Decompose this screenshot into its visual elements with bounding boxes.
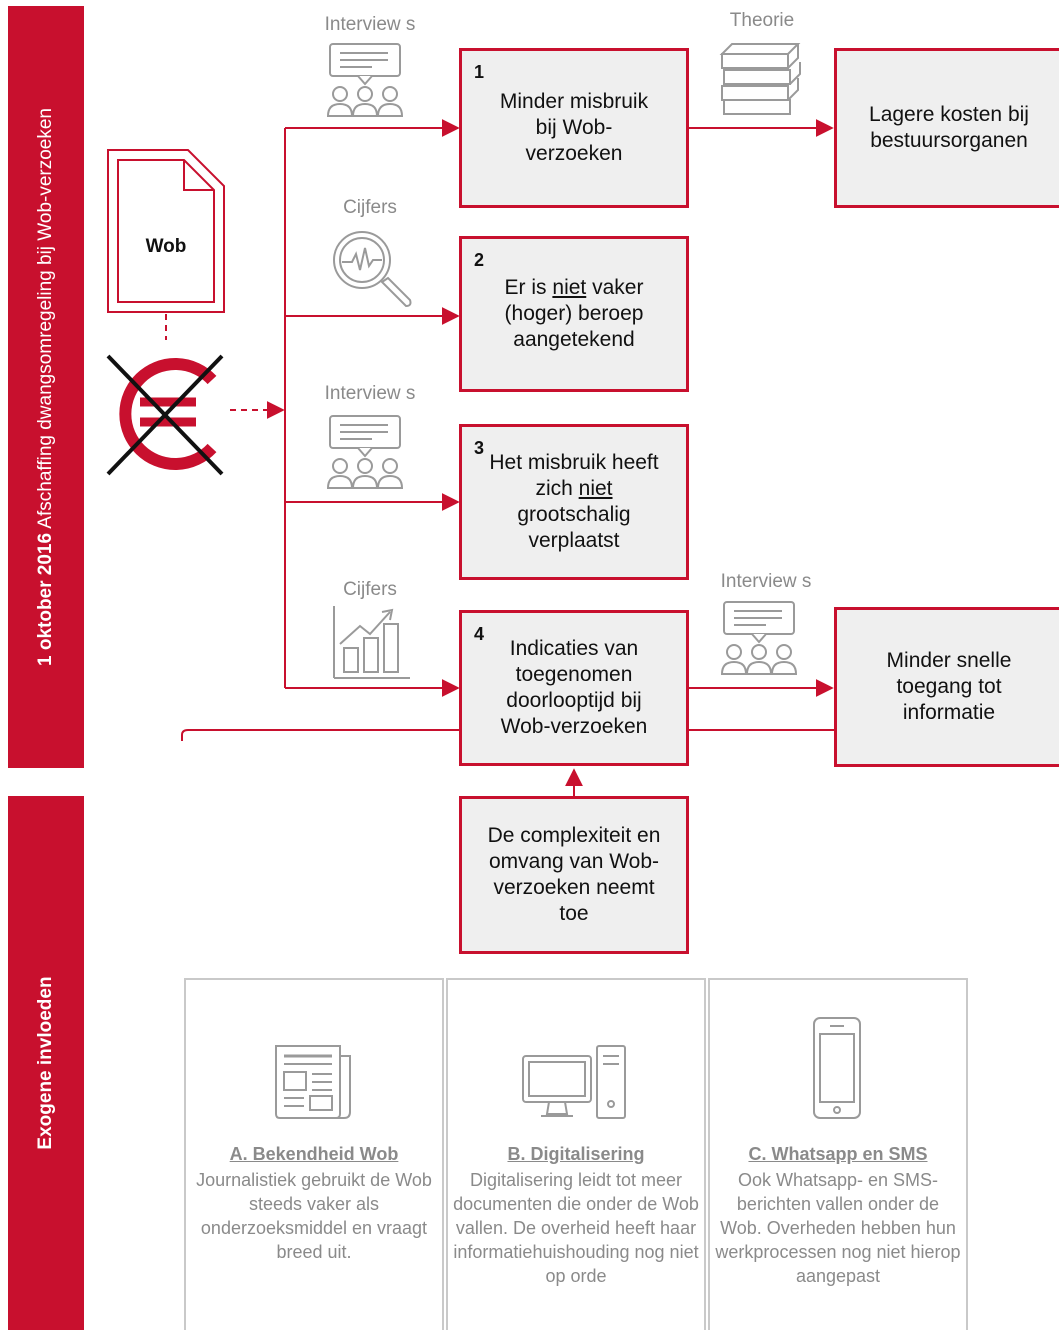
effect-text: Indicaties van toegenomen doorlooptijd b… bbox=[500, 637, 648, 738]
interview-icon bbox=[324, 42, 408, 123]
panel-body: Digitalisering leidt tot meer documenten… bbox=[453, 1170, 699, 1286]
panel-title: C. Whatsapp en SMS bbox=[748, 1144, 928, 1164]
effect-number: 3 bbox=[474, 438, 485, 458]
effect-number: 2 bbox=[474, 250, 485, 270]
bar-chart-icon bbox=[332, 604, 412, 685]
source-label-6: Interview s bbox=[720, 571, 812, 592]
source-label-theory: Theorie bbox=[729, 10, 795, 31]
source-label-1: Interview s bbox=[324, 14, 416, 35]
newspaper-icon bbox=[274, 1042, 354, 1125]
exogenous-panel-b: B. Digitalisering Digitalisering leidt t… bbox=[446, 978, 706, 1330]
source-label-4: Cijfers bbox=[343, 579, 397, 600]
effect-box-2: 2 Er is niet vaker (hoger) beroep aanget… bbox=[459, 236, 689, 392]
source-label-3: Interview s bbox=[324, 383, 416, 404]
effect-number: 4 bbox=[474, 624, 485, 644]
outcome-box-2: Minder snelle toegang tot informatie bbox=[834, 607, 1059, 767]
sidebar-top: 1 oktober 2016 Afschaffing dwangsomregel… bbox=[8, 6, 84, 768]
outcome-text: Lagere kosten bij bestuursorganen bbox=[869, 103, 1029, 152]
effect-number: 1 bbox=[474, 62, 485, 82]
books-icon bbox=[718, 40, 804, 121]
panel-title: A. Bekendheid Wob bbox=[229, 1144, 399, 1164]
document-label: Wob bbox=[145, 236, 187, 257]
interview-icon bbox=[324, 414, 408, 495]
exogenous-panel-a: A. Bekendheid Wob Journalistiek gebruikt… bbox=[184, 978, 444, 1330]
sidebar-exogenous: Exogene invloeden bbox=[35, 976, 56, 1150]
effect-box-3: 3 Het misbruik heeft zich niet grootscha… bbox=[459, 424, 689, 580]
sidebar-title: Afschaffing dwangsomregeling bij Wob-ver… bbox=[35, 107, 56, 529]
magnifier-chart-icon bbox=[328, 226, 414, 317]
sidebar-date: 1 oktober 2016 bbox=[35, 532, 56, 667]
effect-box-1: 1 Minder misbruik bij Wob-verzoeken bbox=[459, 48, 689, 208]
document-icon: Wob bbox=[106, 148, 226, 319]
panel-body: Journalistiek gebruikt de Wob steeds vak… bbox=[196, 1170, 432, 1262]
complexity-text: De complexiteit en omvang van Wob-verzoe… bbox=[487, 824, 661, 925]
panel-title: B. Digitalisering bbox=[507, 1144, 645, 1164]
sidebar-bottom: Exogene invloeden bbox=[8, 796, 84, 1330]
complexity-box: De complexiteit en omvang van Wob-verzoe… bbox=[459, 796, 689, 954]
effect-text: Minder misbruik bij Wob-verzoeken bbox=[499, 90, 649, 165]
computer-icon bbox=[521, 1042, 631, 1127]
source-label-2: Cijfers bbox=[343, 197, 397, 218]
crossed-euro-icon bbox=[104, 350, 228, 485]
outcome-box-1: Lagere kosten bij bestuursorganen bbox=[834, 48, 1059, 208]
smartphone-icon bbox=[812, 1016, 864, 1125]
effect-box-4: 4 Indicaties van toegenomen doorlooptijd… bbox=[459, 610, 689, 766]
exogenous-panel-c: C. Whatsapp en SMS Ook Whatsapp- en SMS-… bbox=[708, 978, 968, 1330]
interview-icon bbox=[718, 600, 802, 681]
effect-text: Er is niet vaker (hoger) beroep aangetek… bbox=[504, 276, 644, 351]
panel-body: Ook Whatsapp- en SMS-berichten vallen on… bbox=[715, 1170, 961, 1286]
effect-text: Het misbruik heeft zich niet grootschali… bbox=[489, 451, 659, 552]
outcome-text: Minder snelle toegang tot informatie bbox=[886, 649, 1012, 724]
